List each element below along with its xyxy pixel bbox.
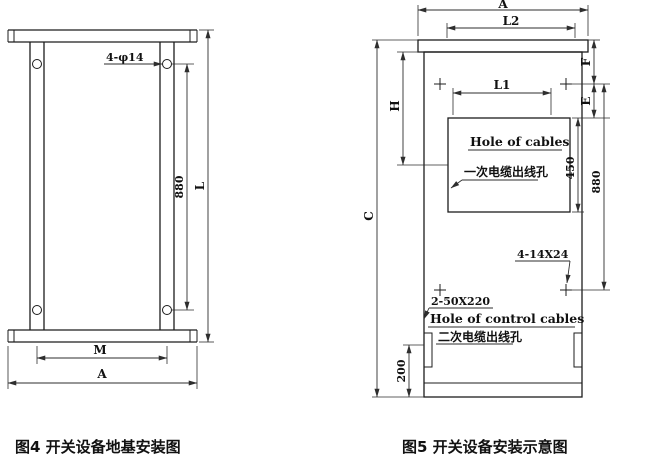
- fig4-hole-spec-label: 4-φ14: [106, 51, 144, 64]
- fig5-left-fitting: [423, 332, 433, 368]
- fig5-dim-450: 450: [564, 156, 577, 179]
- fig4-dim-A: A: [96, 367, 107, 381]
- fig4-anchor-hole: [32, 305, 42, 315]
- fig4-dim-880: 880: [173, 175, 186, 198]
- fig5-body: [423, 51, 583, 398]
- fig5-top-plate: [417, 39, 589, 53]
- fig5-slot-spec-label: 4-14X24: [517, 248, 569, 261]
- fig5-caption: 图5 开关设备安装示意图: [402, 438, 568, 456]
- fig4-anchor-hole: [162, 59, 172, 69]
- fig5-dim-L1: L1: [494, 78, 511, 92]
- fig4-dim-M: M: [93, 343, 106, 357]
- fig4-frame: [7, 29, 198, 343]
- fig5-dim-F: F: [579, 57, 593, 66]
- fig5-cable-hole-label-cn: 一次电缆出线孔: [464, 164, 548, 179]
- fig5-control-hole-spec: 2-50X220: [431, 295, 490, 308]
- fig5-dim-200: 200: [395, 359, 408, 382]
- fig5-cable-hole-label-en: Hole of cables: [470, 134, 569, 149]
- fig5-dim-H: H: [388, 100, 402, 111]
- fig4-dim-L: L: [193, 181, 207, 190]
- fig5-dimensions: A L2 L1 H C F E 450 880: [362, 0, 610, 398]
- fig4-anchor-hole: [32, 59, 42, 69]
- fig4-anchor-hole: [162, 305, 172, 315]
- fig4-caption: 图4 开关设备地基安装图: [15, 438, 181, 456]
- fig5-dim-C: C: [362, 211, 376, 221]
- fig5-dim-L2: L2: [503, 14, 520, 28]
- fig5-dim-880: 880: [590, 170, 603, 193]
- fig5-control-hole-label-cn: 二次电缆出线孔: [438, 329, 522, 344]
- fig5-annotations: Hole of cables 一次电缆出线孔 4-14X24 2-50X220 …: [423, 134, 584, 345]
- fig5-dim-A: A: [497, 0, 508, 11]
- fig5-slot-marks: [434, 78, 572, 296]
- fig4-dimensions: 4-φ14 880 L M A: [7, 29, 214, 389]
- fig5-cabinet: [417, 39, 589, 398]
- fig5-right-fitting: [573, 332, 583, 368]
- fig5-dim-E: E: [579, 96, 593, 105]
- fig5-control-hole-label-en: Hole of control cables: [430, 311, 584, 326]
